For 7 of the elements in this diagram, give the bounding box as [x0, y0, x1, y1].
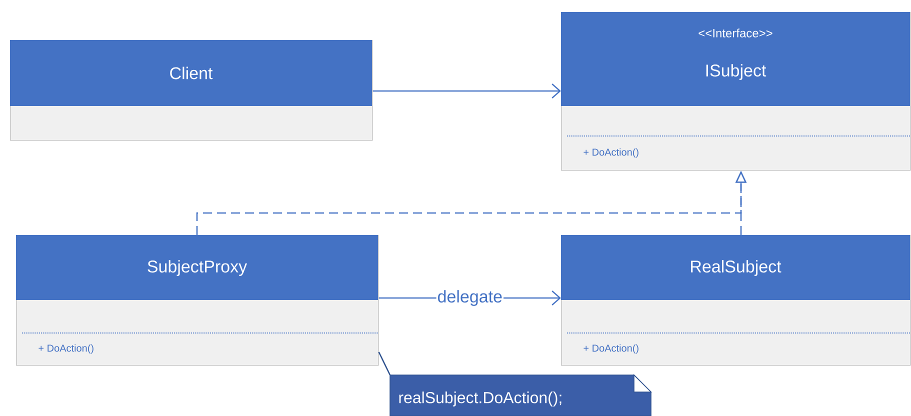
class-box: RealSubject + DoAction() — [561, 235, 911, 366]
class-box: SubjectProxy + DoAction() — [16, 235, 379, 366]
class-box: <<Interface>> ISubject + DoAction() — [561, 12, 911, 171]
class-box: Client — [10, 40, 373, 141]
edge-label: delegate — [438, 290, 502, 306]
leader-line — [378, 352, 391, 376]
arrow — [372, 84, 561, 98]
